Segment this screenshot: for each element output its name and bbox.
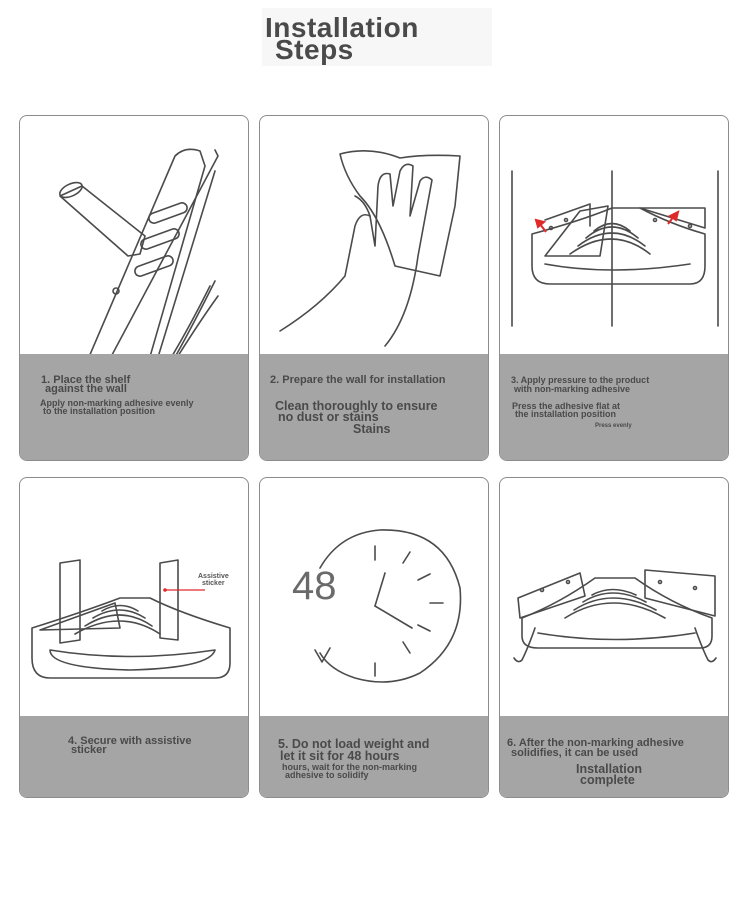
step-6-desc-line1: Installation xyxy=(576,762,642,776)
step-1-title-line1: 1. Place the shelf xyxy=(41,374,131,386)
step-6-caption: 6. After the non-marking adhesive solidi… xyxy=(500,716,728,797)
hand-cleaning-illustration xyxy=(279,150,461,347)
step-4-title-line1: 4. Secure with assistive xyxy=(68,735,192,747)
sticker-label-line2: sticker xyxy=(202,580,225,587)
clock-number: 48 xyxy=(292,564,337,608)
installed-shelf-illustration xyxy=(513,569,717,663)
step-4-caption: 4. Secure with assistive sticker xyxy=(20,716,248,797)
step-3-title-line1: 3. Apply pressure to the product xyxy=(511,375,650,385)
step-1-title-line2: against the wall xyxy=(45,383,127,395)
shelf-wall-illustration xyxy=(59,148,219,356)
step-2-title: 2. Prepare the wall for installation xyxy=(270,374,446,386)
step-6-desc-line2: complete xyxy=(580,773,635,787)
step-5-desc-line2: adhesive to solidify xyxy=(285,770,369,780)
step-4-title-line2: sticker xyxy=(71,744,107,756)
step-1-caption: 1. Place the shelf against the wall Appl… xyxy=(20,354,248,460)
sticker-label-line1: Assistive xyxy=(198,573,229,580)
step-2-caption: 2. Prepare the wall for installation Cle… xyxy=(260,354,488,460)
page-title-line1: Installation xyxy=(265,12,419,43)
step-card-5: 48 5. Do not load weight and let it sit … xyxy=(259,477,489,798)
step-6-title-line2: solidifies, it can be used xyxy=(511,747,639,759)
page-title: Installation Steps xyxy=(262,8,492,66)
step-3-caption: 3. Apply pressure to the product with no… xyxy=(500,354,728,460)
step-card-6: 6. After the non-marking adhesive solidi… xyxy=(499,477,729,798)
step-1-desc-line1: Apply non-marking adhesive evenly xyxy=(40,398,194,408)
step-2-desc-line3: Stains xyxy=(353,422,391,436)
step-3-title-line2: with non-marking adhesive xyxy=(514,384,631,394)
step-3-desc-line1: Press the adhesive flat at xyxy=(512,401,621,411)
step-5-title-line2: let it sit for 48 hours xyxy=(280,749,400,763)
page-title-line2: Steps xyxy=(275,34,354,65)
step-2-desc-line2: no dust or stains xyxy=(278,410,379,424)
step-card-1: 1. Place the shelf against the wall Appl… xyxy=(19,115,249,461)
assistive-sticker-illustration xyxy=(31,559,231,679)
step-card-4: Assistive sticker 4. Secure with assisti… xyxy=(19,477,249,798)
step-5-title-line1: 5. Do not load weight and xyxy=(278,737,430,751)
step-2-desc-line1: Clean thoroughly to ensure xyxy=(275,399,438,413)
step-card-3: 3. Apply pressure to the product with no… xyxy=(499,115,729,461)
clock-illustration xyxy=(314,529,462,683)
pressure-arrow-icons xyxy=(534,210,680,233)
step-5-caption: 5. Do not load weight and let it sit for… xyxy=(260,716,488,797)
step-card-2: 2. Prepare the wall for installation Cle… xyxy=(259,115,489,461)
step-5-desc-line1: hours, wait for the non-marking xyxy=(282,762,418,772)
step-3-note: Press evenly xyxy=(595,423,632,429)
step-6-title-line1: 6. After the non-marking adhesive xyxy=(507,737,684,749)
step-1-desc-line2: to the installation position xyxy=(43,406,155,416)
step-3-desc-line2: the installation position xyxy=(515,409,616,419)
press-adhesive-illustration xyxy=(511,170,719,327)
